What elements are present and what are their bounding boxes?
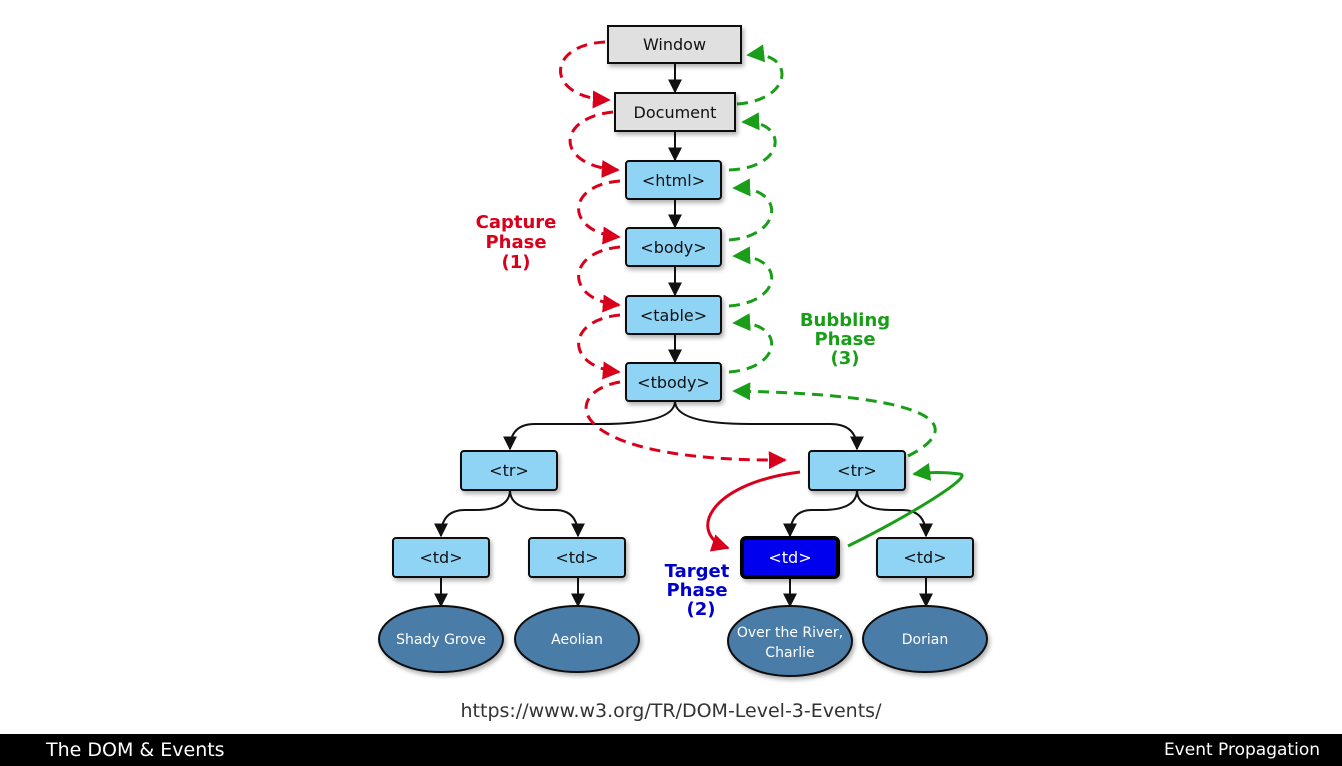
- bubbling-arrow-6: [732, 382, 937, 458]
- node-table: <table>: [625, 295, 722, 335]
- capture-phase-line-3: (1): [502, 252, 531, 273]
- node-td-1-label: <td>: [419, 548, 462, 567]
- leaf-over-the-river: Over the River, Charlie: [727, 605, 853, 677]
- node-document-label: Document: [634, 103, 717, 122]
- bubbling-phase-label: Bubbling Phase (3): [800, 310, 890, 369]
- capture-arrows: [559, 40, 787, 470]
- node-table-label: <table>: [640, 306, 707, 325]
- connector-tr-right-td-target: [783, 489, 858, 538]
- connector-tr-left-td-1: [434, 489, 511, 538]
- connector-tbody-tr-right: [674, 400, 864, 451]
- node-tr-right-label: <tr>: [837, 461, 877, 480]
- capture-arrow-3: [577, 179, 621, 245]
- node-html: <html>: [625, 160, 722, 200]
- node-document: Document: [614, 92, 736, 132]
- target-phase-label: Target Phase (2): [665, 561, 730, 620]
- bubbling-arrow-5: [728, 313, 774, 374]
- slide-footer: The DOM & Events Event Propagation: [0, 734, 1342, 766]
- node-td-4-label: <td>: [903, 548, 946, 567]
- bubbling-phase-line-3: (3): [831, 348, 860, 369]
- tree-connectors: [434, 63, 933, 608]
- leaf-shady-grove: Shady Grove: [378, 605, 504, 673]
- bubbling-phase-line-2: Phase: [814, 329, 875, 350]
- leaf-aeolian-label: Aeolian: [551, 632, 603, 648]
- capture-phase-line-2: Phase: [485, 232, 546, 253]
- leaf-over-the-river-label-1: Over the River,: [737, 625, 843, 641]
- node-td-target-label: <td>: [768, 548, 811, 567]
- capture-arrow-2: [568, 110, 620, 178]
- connector-tbody-tr-left: [503, 400, 676, 451]
- bubbling-arrows: [728, 44, 937, 458]
- leaf-dorian: Dorian: [862, 605, 988, 673]
- node-window: Window: [607, 25, 742, 64]
- node-body: <body>: [625, 227, 722, 267]
- bubbling-arrow-3: [728, 178, 774, 242]
- node-html-label: <html>: [642, 171, 705, 190]
- footer-section-title: Event Propagation: [1163, 740, 1320, 760]
- capture-arrow-target: [706, 470, 801, 552]
- leaf-shady-grove-label: Shady Grove: [396, 632, 486, 648]
- target-phase-line-2: Phase: [666, 580, 727, 601]
- node-tr-left-label: <tr>: [489, 461, 529, 480]
- node-tr-right: <tr>: [808, 450, 906, 491]
- node-window-label: Window: [643, 35, 706, 54]
- node-td-4: <td>: [876, 537, 974, 578]
- bubbling-arrow-2: [728, 112, 777, 172]
- node-tr-left: <tr>: [460, 450, 558, 491]
- bubbling-phase-line-1: Bubbling: [800, 310, 890, 331]
- node-td-target: <td>: [740, 536, 840, 579]
- bubbling-arrow-1: [736, 44, 784, 106]
- node-tbody-label: <tbody>: [637, 373, 710, 392]
- leaf-over-the-river-label-2: Charlie: [765, 645, 814, 661]
- source-url: https://www.w3.org/TR/DOM-Level-3-Events…: [460, 700, 882, 722]
- footer-course-title: The DOM & Events: [46, 739, 225, 761]
- leaf-dorian-label: Dorian: [902, 632, 948, 648]
- node-td-2-label: <td>: [555, 548, 598, 567]
- bubbling-arrow-4: [728, 246, 774, 308]
- target-phase-line-1: Target: [665, 561, 730, 582]
- node-body-label: <body>: [640, 238, 706, 257]
- node-td-1: <td>: [392, 537, 490, 578]
- slide-stage: Window Document <html> <body> <table> <t…: [378, 25, 988, 722]
- capture-phase-label: Capture Phase (1): [476, 212, 557, 273]
- capture-arrow-5: [577, 313, 621, 380]
- connector-tr-left-td-2: [509, 489, 585, 538]
- leaf-aeolian: Aeolian: [514, 605, 640, 673]
- connector-tr-right-td-4: [856, 489, 933, 538]
- target-phase-line-3: (2): [687, 599, 716, 620]
- node-td-2: <td>: [528, 537, 626, 578]
- capture-arrow-6: [584, 380, 787, 470]
- capture-arrow-4: [577, 245, 621, 313]
- capture-arrow-1: [559, 40, 611, 109]
- node-tbody: <tbody>: [625, 362, 722, 402]
- event-propagation-diagram: Window Document <html> <body> <table> <t…: [378, 25, 988, 677]
- capture-phase-line-1: Capture: [476, 212, 557, 233]
- bubbling-arrow-target: [847, 463, 964, 548]
